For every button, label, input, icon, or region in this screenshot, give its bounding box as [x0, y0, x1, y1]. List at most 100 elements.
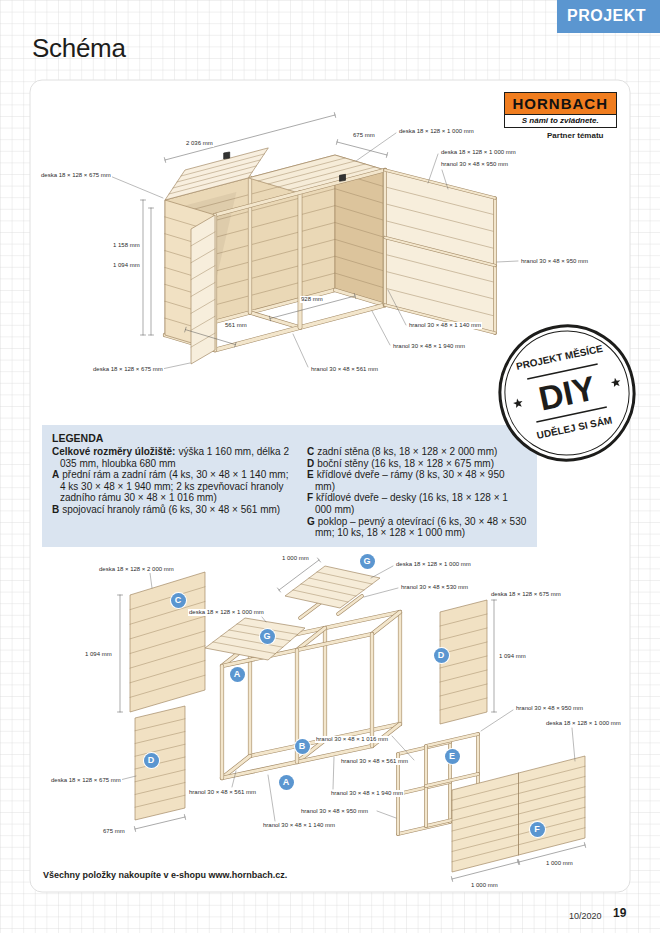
dimension-label: hranol 30 × 48 × 950 mm — [300, 808, 369, 815]
footer-note: Všechny položky nakoupíte v e-shopu www.… — [42, 870, 288, 881]
part-letter-marker: F — [530, 822, 545, 837]
handle — [340, 174, 346, 181]
label-anchor: 1 000 mm — [545, 860, 574, 867]
legend-key: E — [307, 469, 314, 480]
dimension-label: deska 18 × 128 × 1 000 mm — [398, 128, 475, 135]
dimension-label: hranol 30 × 48 × 950 mm — [440, 161, 509, 168]
dimension-tick — [278, 588, 281, 592]
legend-text: přední rám a zadní rám (4 ks, 30 × 48 × … — [60, 469, 288, 503]
page-number: 19 — [612, 906, 627, 920]
dimension-label: hranol 30 × 48 × 1 140 mm — [262, 822, 336, 829]
dimension-line — [151, 208, 152, 335]
dimension-label: deska 18 × 128 × 675 mm — [490, 591, 562, 598]
dimension-label: hranol 30 × 48 × 950 mm — [515, 705, 584, 712]
dimension-tick — [149, 335, 154, 336]
dimension-label: hranol 30 × 48 × 561 mm — [188, 789, 257, 796]
label-anchor: hranol 30 × 48 × 530 mm — [400, 584, 469, 591]
part-letter-marker: D — [434, 648, 449, 663]
beam — [221, 666, 224, 778]
dimension-label: hranol 30 × 48 × 530 mm — [400, 584, 469, 591]
legend-key: F — [307, 492, 313, 503]
dimension-tick — [386, 153, 387, 158]
dimension-label: hranol 30 × 48 × 1 016 mm — [315, 736, 389, 743]
section-tab-box: PROJEKT — [557, 0, 660, 33]
legend-key: A — [52, 469, 59, 480]
board-edge — [191, 316, 215, 330]
board-edge — [177, 160, 260, 182]
dimension-tick — [451, 877, 452, 882]
board-edge — [191, 232, 215, 246]
board-edge — [130, 616, 205, 639]
legend-columns: Celkové rozměry úložiště:výška 1 160 mm,… — [52, 446, 527, 539]
board-edge — [191, 333, 215, 347]
legend-item: Bspojovací hranoly rámů (6 ks, 30 × 48 ×… — [52, 504, 295, 516]
label-anchor: 19 — [612, 906, 627, 920]
dimension-label: 1 094 mm — [498, 653, 527, 660]
leader-line — [497, 261, 518, 262]
wood-panel — [191, 215, 215, 364]
board-edge — [440, 670, 487, 682]
label-anchor: 928 mm — [300, 296, 324, 303]
part-letter: B — [295, 739, 310, 754]
label-anchor: deska 18 × 128 × 2 000 mm — [98, 566, 175, 573]
label-anchor: hranol 30 × 48 × 950 mm — [520, 258, 589, 265]
part-letter-marker: G — [260, 629, 275, 644]
dimension-tick — [141, 200, 146, 201]
legend-key: Celkové rozměry úložiště: — [52, 446, 175, 457]
board-edge — [169, 172, 252, 194]
label-anchor: hranol 30 × 48 × 1 940 mm — [392, 343, 466, 350]
leader-line — [388, 290, 406, 325]
leader-line — [232, 771, 236, 787]
board-edge — [288, 167, 375, 190]
beam-outline — [335, 290, 385, 305]
legend-key: B — [52, 504, 59, 515]
dimension-tick — [118, 712, 123, 713]
leader-line — [371, 566, 393, 578]
dimension-label: deska 18 × 128 × 1 000 mm — [545, 720, 622, 727]
board-edge — [130, 661, 205, 683]
beam — [250, 313, 300, 328]
beam-outline — [426, 734, 478, 746]
beam-outline — [398, 612, 402, 724]
dimension-label: 675 mm — [102, 828, 126, 835]
label-anchor: hranol 30 × 48 × 1 140 mm — [408, 322, 482, 329]
board-edge — [191, 249, 215, 263]
board-edge — [181, 154, 264, 176]
beam — [426, 734, 478, 746]
leader-line — [333, 757, 334, 789]
label-anchor: 1 094 mm — [112, 262, 141, 269]
part-letter-marker: C — [171, 593, 186, 608]
part-letter: D — [434, 648, 449, 663]
board-edge — [385, 204, 495, 232]
legend-item: Fkřídlové dveře – desky (16 ks, 18 × 128… — [307, 492, 527, 515]
diy-stamp: PROJEKT MĚSÍCEDIYUDĚLEJ SI SÁM — [484, 310, 650, 476]
partner-note: Partner tématu — [546, 131, 604, 141]
door-seam — [518, 773, 519, 855]
dimension-line — [120, 595, 121, 712]
beam-outline — [372, 612, 400, 634]
leader-line — [268, 775, 275, 821]
logo-slogan: S námi to zvládnete. — [505, 115, 617, 127]
board-edge — [130, 646, 205, 668]
dimension-label: hranol 30 × 48 × 1 140 mm — [408, 322, 482, 329]
dimension-tick — [118, 595, 123, 596]
legend-item: Dboční stěny (16 ks, 18 × 128 × 675 mm) — [307, 458, 527, 470]
board-edge — [385, 187, 495, 215]
dimension-tick — [269, 316, 270, 321]
issue-date: 10/2020 — [568, 911, 603, 922]
label-anchor: hranol 30 × 48 × 561 mm — [188, 789, 257, 796]
legend-item: Gpoklop – pevný a otevírací (6 ks, 30 × … — [307, 516, 527, 539]
legend-key: D — [307, 458, 314, 469]
label-anchor: hranol 30 × 48 × 1 140 mm — [262, 822, 336, 829]
dimension-line — [279, 560, 319, 590]
dimension-label: deska 18 × 128 × 675 mm — [92, 366, 164, 373]
leader-line — [150, 573, 152, 588]
dimension-label: hranol 30 × 48 × 561 mm — [340, 758, 409, 765]
handle — [224, 152, 230, 159]
wood-panel — [440, 600, 487, 724]
beam-outline — [370, 634, 374, 746]
dimension-label: deska 18 × 128 × 2 000 mm — [98, 566, 175, 573]
label-anchor: 2 036 mm — [185, 140, 214, 147]
leader-line — [572, 728, 575, 761]
part-letter: D — [144, 753, 159, 768]
